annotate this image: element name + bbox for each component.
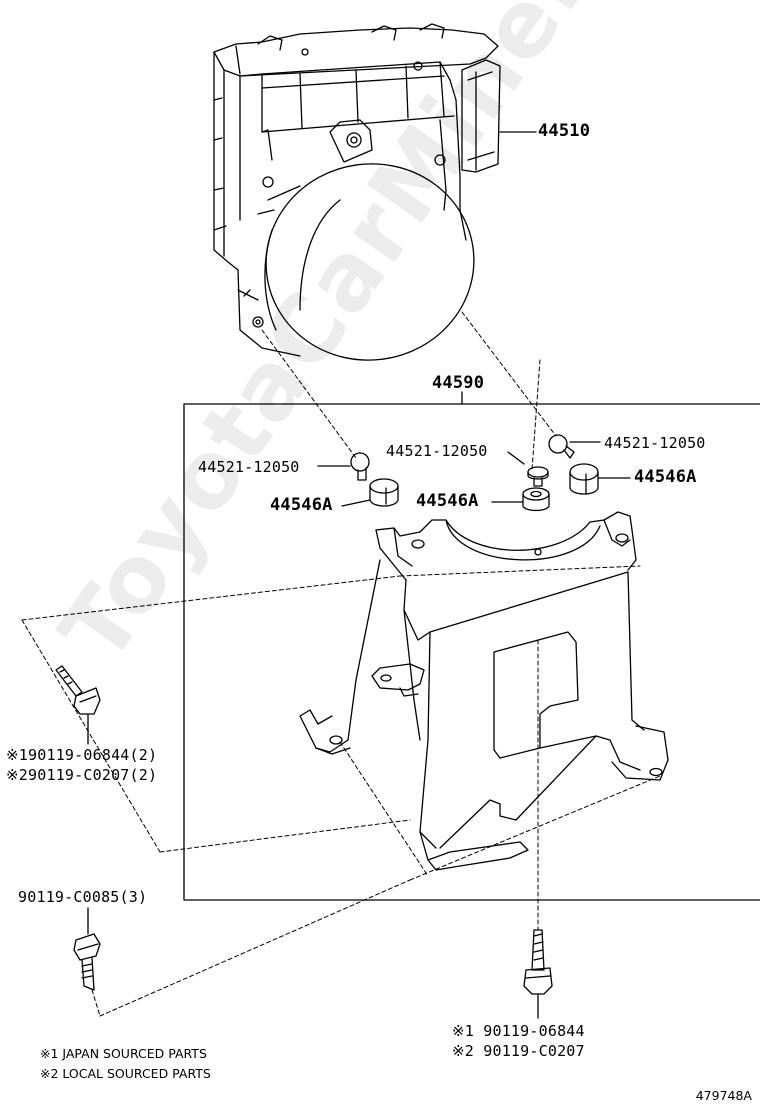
cushion-center: [527, 466, 549, 487]
label-44510: 44510: [538, 121, 591, 141]
label-bolt-left-2: ※290119-C0207(2): [6, 766, 158, 784]
label-cushion-center: 44521-12050: [386, 442, 488, 460]
bracket-assy-box: [183, 403, 760, 901]
label-cushion-left: 44521-12050: [198, 458, 300, 476]
cushion-right: [548, 434, 575, 459]
label-insulator-left: 44546A: [270, 495, 333, 515]
label-insulator-right: 44546A: [634, 467, 697, 487]
label-bolt-bottom-1: ※1 90119-06844: [452, 1022, 585, 1040]
insulator-right: [569, 463, 599, 495]
label-bolt-bottom-2: ※2 90119-C0207: [452, 1042, 585, 1060]
bolt-left: [55, 665, 101, 715]
label-cushion-right: 44521-12050: [604, 434, 706, 452]
note-local-sourced: ※2 LOCAL SOURCED PARTS: [40, 1066, 211, 1081]
insulator-center: [522, 487, 550, 512]
label-44590: 44590: [432, 373, 485, 393]
abs-actuator-unit: [213, 23, 501, 361]
note-japan-sourced: ※1 JAPAN SOURCED PARTS: [40, 1046, 207, 1061]
dashed-leaders-upper: [261, 311, 557, 471]
label-bolt-lower: 90119-C0085(3): [18, 888, 148, 906]
cushion-left: [350, 452, 370, 481]
bolt-lower: [73, 933, 101, 991]
bracket: [299, 511, 669, 871]
insulator-left: [369, 478, 399, 507]
leader-insulator-left: [341, 499, 371, 507]
label-bolt-left-1: ※190119-06844(2): [6, 746, 158, 764]
diagram-reference-number: 479748A: [695, 1088, 752, 1103]
label-insulator-center: 44546A: [416, 491, 479, 511]
bolt-bottom: [523, 929, 553, 995]
leader-cushion-center: [507, 451, 525, 465]
dashed-leaders-lower: [21, 565, 661, 1017]
